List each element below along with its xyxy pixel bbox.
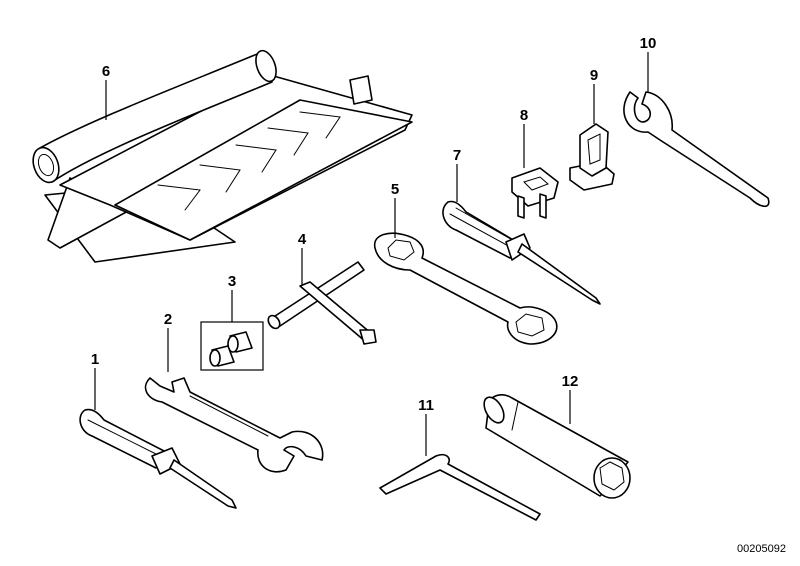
fuse-puller xyxy=(511,167,559,219)
socket-set xyxy=(200,321,264,371)
box-wrench xyxy=(374,232,558,345)
t-handle-key xyxy=(267,261,377,345)
callout-7: 7 xyxy=(453,147,461,164)
callout-8: 8 xyxy=(520,107,528,124)
callout-9: 9 xyxy=(590,67,598,84)
callout-10: 10 xyxy=(640,35,657,52)
callout-1: 1 xyxy=(91,351,99,368)
callout-6: 6 xyxy=(102,63,110,80)
callout-12: 12 xyxy=(562,373,579,390)
callout-2: 2 xyxy=(164,311,172,328)
screwdriver-large xyxy=(442,200,601,305)
hook-wrench xyxy=(623,91,770,208)
document-number: 00205092 xyxy=(737,543,786,555)
callout-11: 11 xyxy=(418,397,434,414)
open-end-wrench xyxy=(144,377,324,473)
clip-holder xyxy=(569,123,615,191)
callouts: 1 2 3 4 5 6 7 8 9 10 11 12 xyxy=(91,35,657,414)
spark-plug-socket xyxy=(483,394,631,499)
callout-4: 4 xyxy=(298,231,307,248)
callout-5: 5 xyxy=(391,181,399,198)
hex-key xyxy=(379,453,541,521)
screwdriver-small xyxy=(79,408,237,509)
callout-3: 3 xyxy=(228,273,236,290)
tool-roll xyxy=(32,49,413,263)
leader-lines xyxy=(94,52,649,456)
